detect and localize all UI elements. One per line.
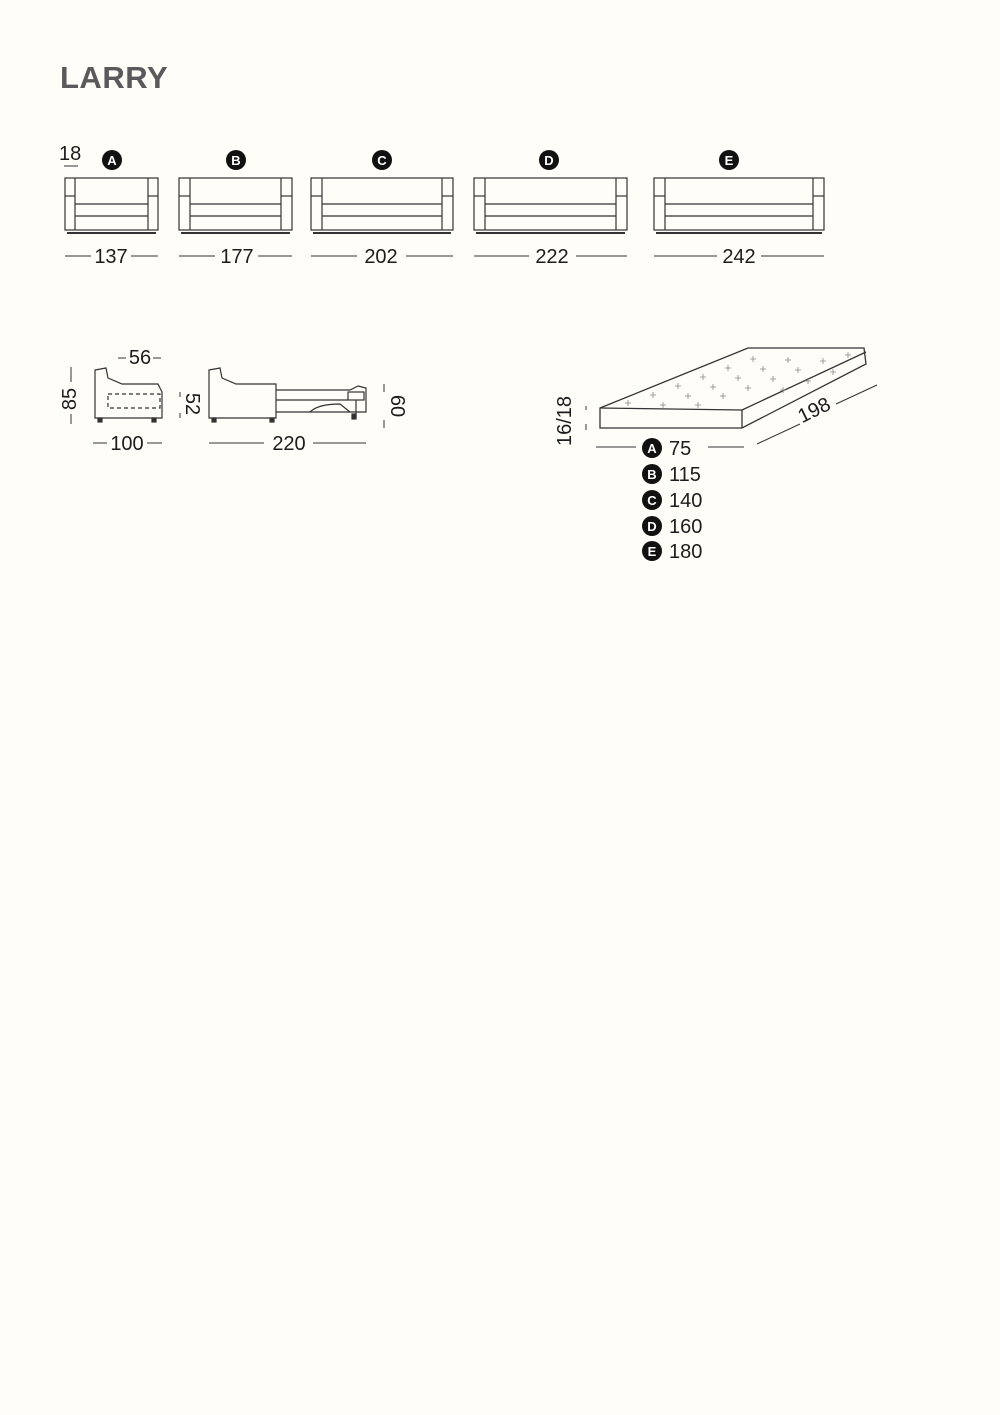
badge-d-label: D [544,153,553,168]
open-height-60: 60 [386,395,408,417]
badge-d: D [539,150,559,170]
depth-100: 100 [110,433,143,455]
width-c: 202 [364,246,397,268]
sofa-side-closed [94,367,163,423]
sofa-front-c [310,177,454,234]
width-d: 222 [535,246,568,268]
badge-e: E [719,150,739,170]
mattress-width-d: D 160 [642,516,702,538]
height-85: 85 [59,388,81,410]
mattress-width-e: E 180 [642,541,702,563]
badge-b: B [226,150,246,170]
mattress-length: 198 [795,393,835,427]
badge-c-label: C [377,153,387,168]
mattress-drawing [599,347,867,429]
badge-a: A [102,150,122,170]
mattress-badge-e: E [648,544,657,559]
mattress-width-d-value: 160 [669,516,702,538]
badge-c: C [372,150,392,170]
seat-depth: 56 [129,347,151,369]
mattress-width-c-value: 140 [669,490,702,512]
sofa-side-open [208,367,367,423]
mattress-thickness: 16/18 [554,396,576,446]
width-b: 177 [220,246,253,268]
sofa-front-e [653,177,825,234]
sofa-front-a [64,177,159,234]
badge-a-label: A [107,153,117,168]
mattress-width-c: C 140 [642,490,702,512]
badge-b-label: B [231,153,240,168]
mattress-width-a-value: 75 [669,438,691,460]
sofa-front-b [178,177,293,234]
page-title: LARRY [60,60,169,95]
arm-width-label: 18 [59,143,81,165]
open-length-220: 220 [272,433,305,455]
mattress-tufting [625,352,851,408]
width-a: 137 [94,246,127,268]
mattress-badge-b: B [647,467,656,482]
mattress-badge-c: C [647,493,657,508]
mattress-badge-d: D [647,519,656,534]
width-e: 242 [722,246,755,268]
mattress-width-e-value: 180 [669,541,702,563]
seat-height-52: 52 [181,393,203,415]
mattress-badge-a: A [647,441,657,456]
mattress-width-b: B 115 [642,464,701,486]
sofa-front-d [473,177,628,234]
mattress-width-a: A 75 [642,438,691,460]
mattress-width-b-value: 115 [669,464,701,486]
badge-e-label: E [725,153,734,168]
